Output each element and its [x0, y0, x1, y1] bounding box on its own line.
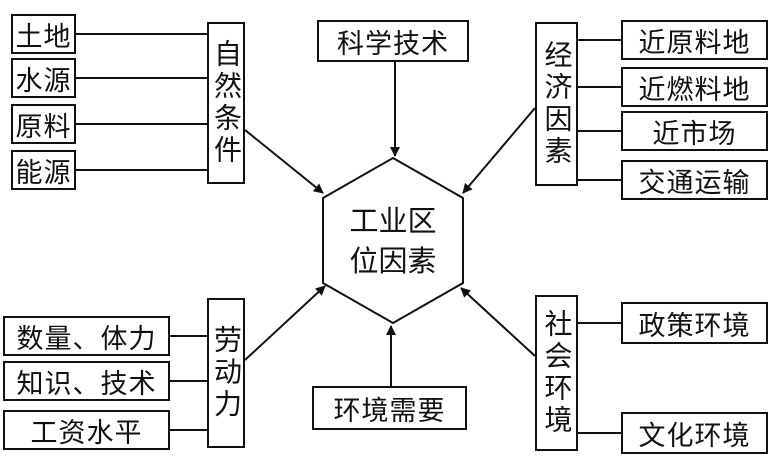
- natural-item-water: 水源: [11, 58, 76, 98]
- labor-item-wage-level: 工资水平: [3, 410, 170, 450]
- labor-box: 劳动力: [207, 298, 245, 448]
- center-label-line2: 位因素: [349, 244, 437, 278]
- natural-item-energy: 能源: [11, 150, 76, 190]
- science-technology-box: 科学技术: [317, 20, 469, 62]
- natural-item-land: 土地: [11, 14, 76, 54]
- center-label-line1: 工业区: [349, 204, 437, 238]
- economic-item-transport: 交通运输: [621, 160, 768, 200]
- natural-item-raw-material: 原料: [11, 104, 76, 144]
- economic-factors-box: 经济因素: [535, 22, 578, 186]
- social-item-culture: 文化环境: [621, 412, 768, 454]
- environment-needs-box: 环境需要: [312, 386, 467, 430]
- social-environment-box: 社会环境: [535, 295, 578, 451]
- labor-item-knowledge: 知识、技术: [3, 361, 170, 401]
- labor-item-quantity: 数量、体力: [3, 316, 170, 356]
- economic-item-near-fuel: 近燃料地: [621, 67, 768, 107]
- economic-item-near-raw-materials: 近原料地: [621, 20, 768, 60]
- social-item-policy: 政策环境: [621, 302, 768, 344]
- economic-item-near-market: 近市场: [621, 111, 768, 151]
- center-hexagon: [322, 156, 464, 325]
- natural-conditions-box: 自然条件: [207, 22, 245, 184]
- center-label: 工业区 位因素: [318, 196, 468, 286]
